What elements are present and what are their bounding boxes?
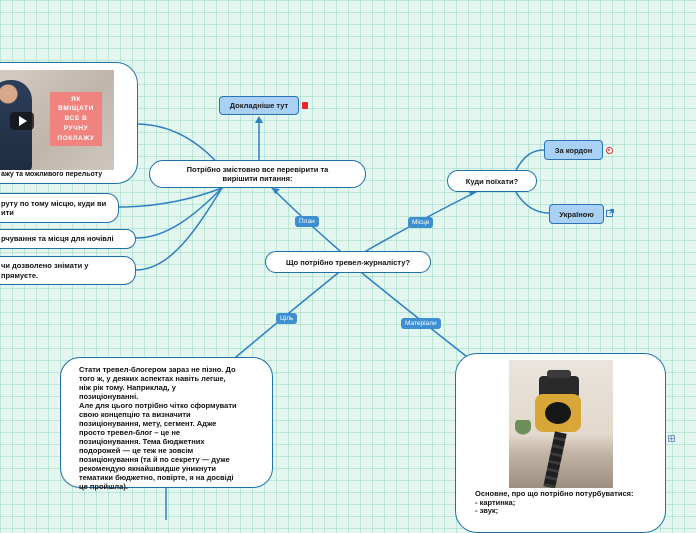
link-plan-left-3 xyxy=(135,187,223,239)
left-item-4-line-1: чи дозволено знімати у xyxy=(1,261,89,271)
left-item-route[interactable]: руту по тому місцю, куди ви ити xyxy=(0,193,119,223)
left-item-filming[interactable]: чи дозволено знімати у прямуєте. xyxy=(0,256,136,285)
goal-text: Стати тревел-блогером зараз не пізно. До… xyxy=(79,365,237,491)
link-where-ukraine xyxy=(515,191,550,214)
external-link-icon[interactable] xyxy=(606,209,614,217)
branch-label-goal: Ціль xyxy=(276,313,298,324)
central-topic-text: Що потрібно тревел-журналісту? xyxy=(285,257,411,267)
left-item-4-line-2: прямуєте. xyxy=(1,270,39,280)
central-topic[interactable]: Що потрібно тревел-журналісту? xyxy=(265,251,431,273)
arrow-plan xyxy=(272,188,280,194)
play-icon[interactable] xyxy=(10,112,34,130)
left-item-1-text: ажу та можливого перельоту xyxy=(1,171,103,178)
video-thumbnail[interactable]: ЯК ВМІЩАТИ ВСЕ В РУЧНУ ПОКЛАЖУ xyxy=(0,70,114,170)
link-where-abroad xyxy=(515,149,545,171)
red-note-icon[interactable] xyxy=(302,102,308,109)
video-sign: ЯК ВМІЩАТИ ВСЕ В РУЧНУ ПОКЛАЖУ xyxy=(50,92,102,146)
materials-text: Основне, про що потрібно потурбуватися: … xyxy=(475,489,634,516)
plan-topic-text: Потрібно змістовно все перевірити та вир… xyxy=(186,165,329,183)
link-plan-left-2 xyxy=(118,187,223,208)
left-item-2-line-2: ити xyxy=(1,208,14,217)
link-plan-left-4 xyxy=(135,187,223,271)
plan-topic[interactable]: Потрібно змістовно все перевірити та вир… xyxy=(149,160,366,188)
arrow-more xyxy=(255,116,263,123)
where-topic[interactable]: Куди поїхати? xyxy=(447,170,537,192)
target-icon[interactable] xyxy=(606,147,613,154)
side-marker-icon[interactable] xyxy=(668,435,675,442)
where-topic-text: Куди поїхати? xyxy=(465,176,519,186)
branch-label-plan: План xyxy=(295,216,319,227)
branch-label-place: Місце xyxy=(408,217,434,228)
link-center-materials xyxy=(361,272,467,357)
goal-topic[interactable]: Стати тревел-блогером зараз не пізно. До… xyxy=(60,357,273,491)
camera-photo xyxy=(509,360,613,488)
left-item-video[interactable]: ЯК ВМІЩАТИ ВСЕ В РУЧНУ ПОКЛАЖУ ажу та мо… xyxy=(0,62,138,184)
link-plan-left-1 xyxy=(135,123,223,169)
option-abroad[interactable]: За кордон xyxy=(544,140,603,160)
option-ukraine[interactable]: Україною xyxy=(549,204,604,224)
left-item-3-line-1: рчування та місця для ночівлі xyxy=(1,234,114,244)
branch-label-materials: Матеріали xyxy=(401,318,441,329)
left-item-2-line-1: руту по тому місцю, куди ви xyxy=(1,198,107,208)
left-item-lodging[interactable]: рчування та місця для ночівлі xyxy=(0,229,136,249)
more-info-button[interactable]: Докладніше тут xyxy=(219,96,299,115)
materials-topic[interactable]: Основне, про що потрібно потурбуватися: … xyxy=(455,353,666,533)
